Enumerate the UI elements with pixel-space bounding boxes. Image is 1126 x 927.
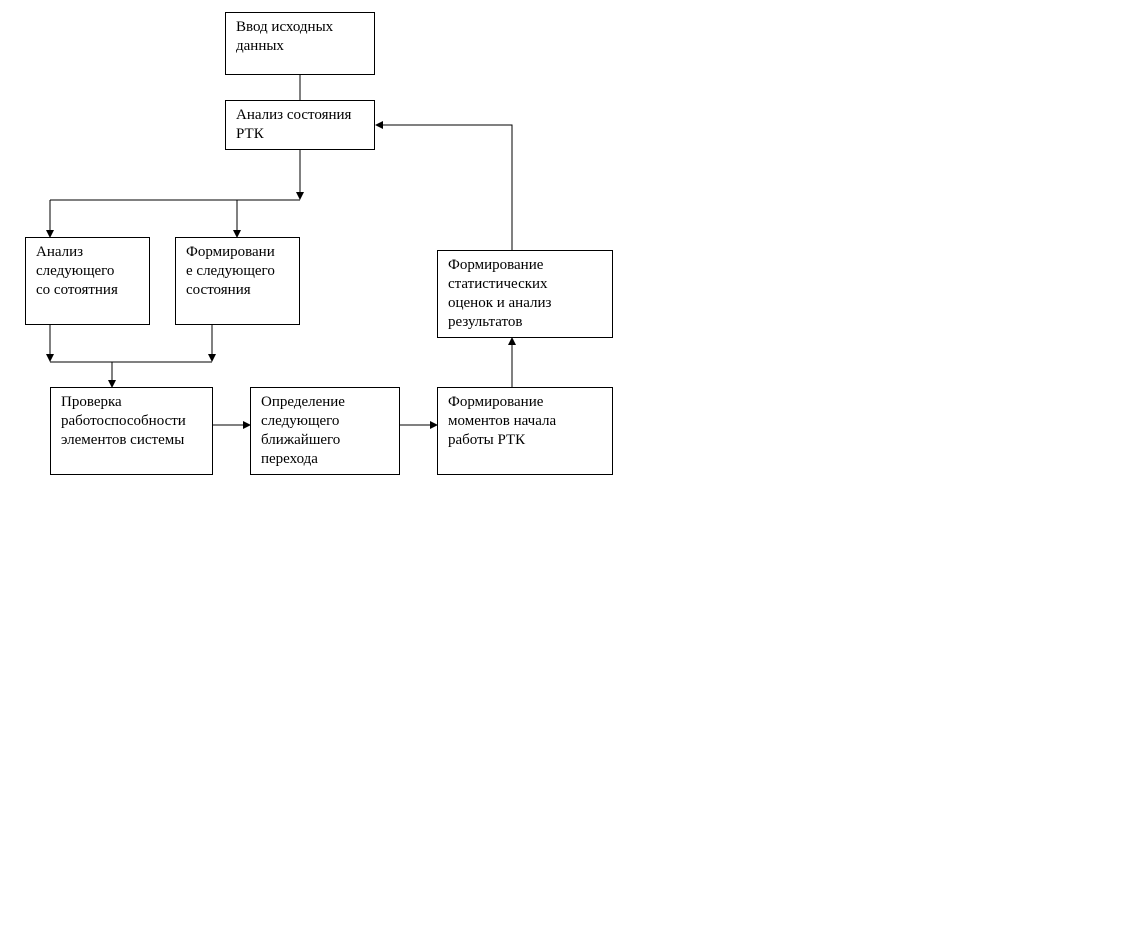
box-input-data: Ввод исходных данных (225, 12, 375, 75)
box-text-line: моментов начала (448, 413, 557, 429)
box-text-line: ближайшего (261, 432, 341, 448)
box-check-system: Проверка работоспособности элементов сис… (50, 387, 213, 475)
box-analysis-next: Анализ следующего со сотоятния (25, 237, 150, 325)
box-text-line: элементов системы (61, 432, 185, 448)
box-forming-moments: Формирование моментов начала работы РТК (437, 387, 613, 475)
box-text-line: следующего (261, 413, 340, 429)
box-text-line: результатов (448, 314, 523, 330)
box-forming-statistics: Формирование статистических оценок и ана… (437, 250, 613, 338)
arrow-stats-to-analysis-feedback (375, 121, 513, 250)
box-text-line: е следующего (186, 263, 275, 279)
box-text-line: состояния (186, 282, 251, 298)
box-text-line: работоспособности (61, 413, 186, 429)
box-text-line: Проверка (61, 394, 122, 410)
box-text-line: Формировани (186, 244, 275, 260)
box-text-line: данных (236, 38, 284, 54)
box-text-line: со сотоятния (36, 282, 118, 298)
box-text-line: статистических (448, 276, 548, 292)
box-text-line: РТК (236, 126, 264, 142)
box-text-line: Определение (261, 394, 345, 410)
box-forming-next: Формировани е следующего состояния (175, 237, 300, 325)
box-text-line: Формирование (448, 394, 544, 410)
box-text-line: перехода (261, 451, 318, 467)
box-define-transition: Определение следующего ближайшего перехо… (250, 387, 400, 475)
box-text-line: Анализ состояния (236, 107, 352, 123)
box-analysis-state: Анализ состояния РТК (225, 100, 375, 150)
box-text-line: Ввод исходных (236, 19, 334, 35)
box-text-line: следующего (36, 263, 115, 279)
box-text-line: Анализ (36, 244, 84, 260)
box-text-line: Формирование (448, 257, 544, 273)
box-text-line: оценок и анализ (448, 295, 552, 311)
box-text-line: работы РТК (448, 432, 526, 448)
